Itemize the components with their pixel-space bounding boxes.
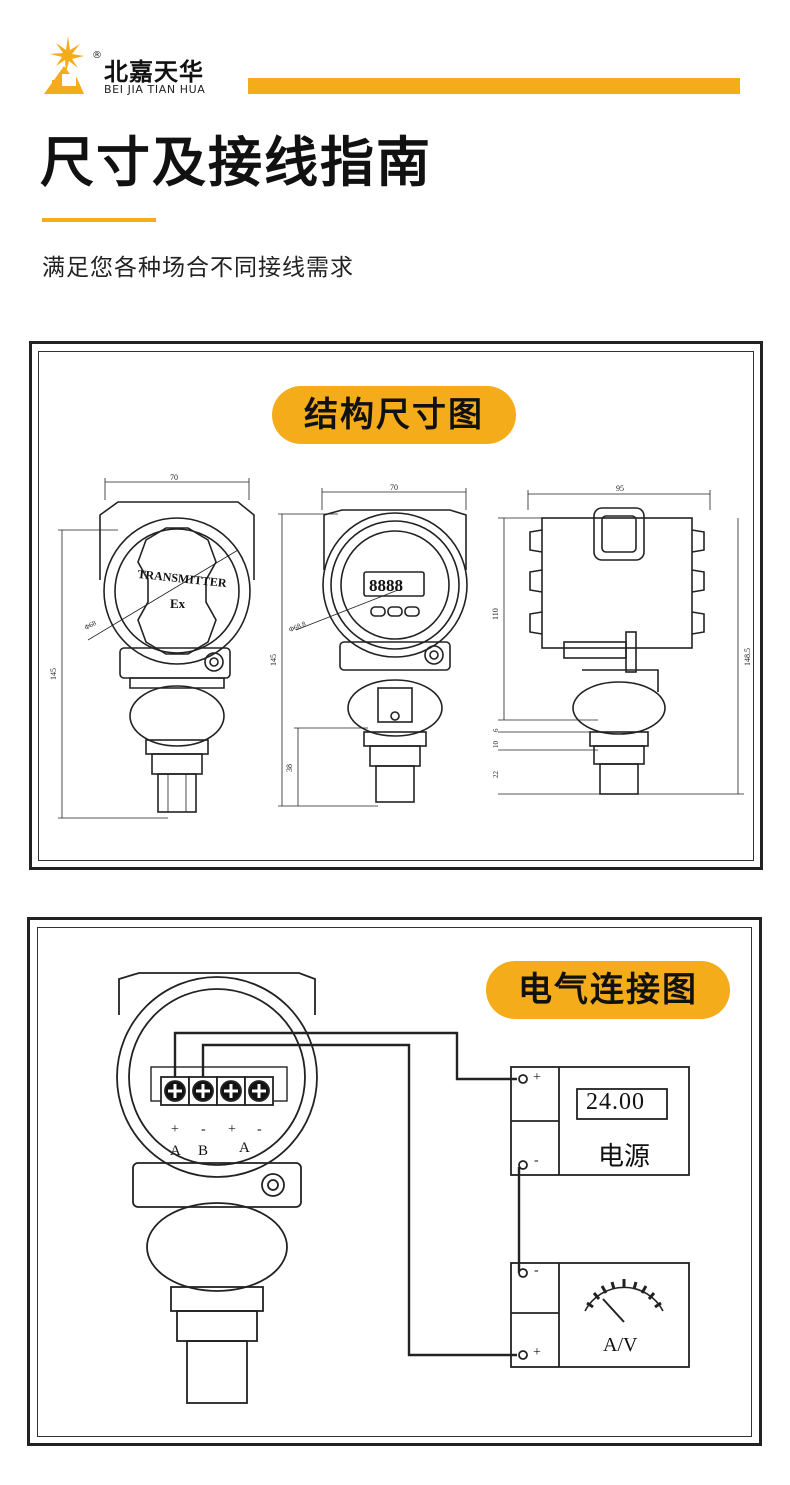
logo-mark-icon (44, 36, 84, 94)
terminal-label-a2: A (239, 1140, 250, 1156)
left-face-text-2: Ex (170, 596, 186, 611)
middle-dia-dim: Φ68.8 (288, 620, 308, 634)
power-supply-label: 电源 (598, 1142, 651, 1172)
meter-box (510, 1262, 690, 1368)
right-dim-6: 6 (492, 728, 500, 732)
right-dim-110: 110 (491, 608, 500, 620)
terminal-sign-4: - (257, 1122, 262, 1137)
company-logo (44, 36, 84, 94)
left-dia-dim: Φ68 (83, 619, 98, 632)
logo-text-en: BEI JIA TIAN HUA (104, 83, 206, 96)
meter-label: A/V (603, 1334, 638, 1356)
terminal-block (160, 1076, 274, 1106)
right-dim-22: 22 (492, 771, 500, 779)
meter-plus-sign: + (533, 1345, 541, 1360)
terminal-screw-icon (160, 1076, 190, 1106)
terminal-label-b: B (198, 1143, 209, 1159)
logo-text-cn: 北嘉天华 (104, 58, 204, 86)
terminal-screw-icon (216, 1076, 246, 1106)
dimension-section-frame (29, 341, 763, 870)
left-face-text-1: TRANSMITTER (137, 567, 228, 590)
power-minus-sign: - (534, 1153, 539, 1168)
power-supply-display: 24.00 (586, 1089, 645, 1115)
terminal-sign-1: + (171, 1122, 179, 1137)
header-accent-bar (248, 78, 740, 94)
transmitter-drawing (116, 972, 318, 1404)
right-view-drawing (498, 490, 744, 795)
wiring-diagram (116, 972, 690, 1404)
terminal-label-a: A (170, 1143, 181, 1159)
terminal-sign-3: + (228, 1122, 236, 1137)
right-dim-10: 10 (492, 741, 500, 749)
page-subtitle: 满足您各种场合不同接线需求 (42, 255, 354, 281)
wiring-section-label: 电气连接图 (486, 961, 730, 1019)
left-view-drawing (58, 478, 255, 819)
terminal-sign-2: - (201, 1122, 206, 1137)
middle-view-drawing (278, 488, 468, 807)
dimension-drawings: 70 145 Φ68 TRANSMITTER Ex 70 145 Φ68.8 8… (49, 473, 752, 819)
meter-minus-sign: - (534, 1263, 539, 1278)
power-supply-box (510, 1066, 690, 1176)
wiring-section-inner-frame (37, 927, 752, 1437)
left-height-dim: 145 (49, 668, 58, 680)
right-dim-148: 148.5 (743, 648, 752, 666)
terminal-screw-icon (188, 1076, 218, 1106)
wiring-lines (173, 1031, 521, 1357)
right-width-dim: 95 (616, 484, 624, 493)
title-underline (42, 218, 156, 222)
power-plus-sign: + (533, 1070, 541, 1085)
dimension-section-inner-frame (38, 351, 754, 861)
dimension-section-label: 结构尺寸图 (272, 386, 516, 444)
left-width-dim: 70 (170, 473, 178, 482)
middle-width-dim: 70 (390, 483, 398, 492)
registered-mark: ® (92, 50, 102, 61)
middle-height-dim: 145 (269, 654, 278, 666)
wiring-section-frame (27, 917, 762, 1446)
page-title: 尺寸及接线指南 (40, 131, 432, 194)
meter-gauge-icon (584, 1279, 664, 1323)
middle-bottom-dim: 38 (285, 764, 294, 772)
middle-display: 8888 (369, 576, 403, 595)
terminal-screw-icon (244, 1076, 274, 1106)
